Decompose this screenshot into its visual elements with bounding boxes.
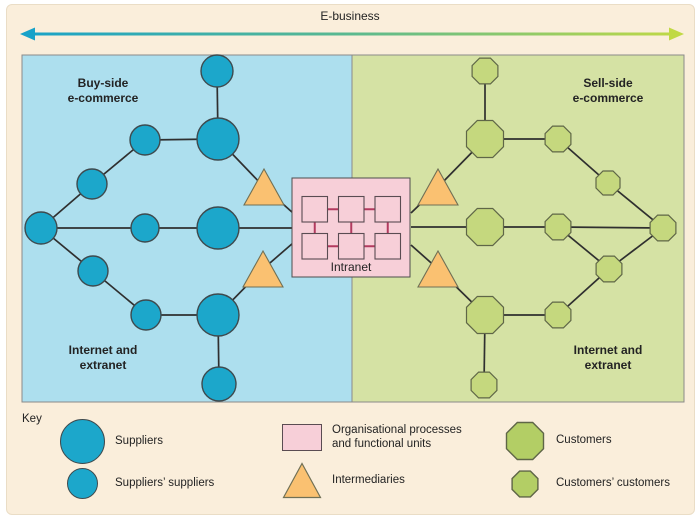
intermediary-node (242, 249, 284, 288)
customers-customer-node (544, 213, 572, 241)
suppliers-supplier-node (24, 211, 58, 245)
intermediary-icon (282, 462, 322, 499)
arrow-head-left-icon (20, 27, 35, 41)
network-edge (557, 226, 664, 229)
supplier-icon (59, 419, 105, 464)
intermediary-node (417, 167, 459, 206)
suppliers-supplier-node (129, 124, 161, 156)
supplier-node (196, 206, 240, 250)
legend-item-organisational-processes: Organisational processes and functional … (281, 424, 462, 451)
buy-side-footer: Internet and extranet (68, 343, 138, 372)
customers-customer-node (649, 214, 677, 242)
functional-unit (374, 232, 402, 260)
suppliers-supplier-node (77, 255, 109, 287)
functional-unit (374, 195, 402, 223)
suppliers-supplier-node (76, 168, 108, 200)
legend-item-suppliers: Suppliers (58, 419, 163, 464)
sell-side-footer: Internet and extranet (573, 343, 643, 372)
network-nodes (24, 54, 677, 402)
customer-node (465, 207, 505, 247)
legend-label: Customers (556, 434, 612, 447)
customers-customer-node (544, 301, 572, 329)
customers-customer-icon (511, 470, 539, 498)
suppliers-supplier-node (130, 213, 160, 243)
customer-icon (505, 421, 545, 461)
legend-label: Suppliers (115, 434, 163, 447)
suppliers-supplier-node (201, 366, 237, 402)
arrow-head-right-icon (669, 27, 684, 41)
suppliers-supplier-node (200, 54, 234, 88)
legend-title: Key (22, 413, 42, 425)
legend-item-customers-customers: Customers’ customers (503, 469, 670, 499)
suppliers-supplier-icon (66, 468, 98, 499)
e-business-label: E-business (320, 9, 380, 23)
buy-side-title: Buy-side e-commerce (67, 76, 139, 105)
legend-label: Suppliers’ suppliers (115, 476, 215, 489)
intermediary-node (417, 249, 459, 288)
legend-item-intermediaries: Intermediaries (281, 462, 405, 499)
functional-unit (301, 232, 329, 260)
functional-unit (337, 195, 365, 223)
sell-side-title: Sell-side e-commerce (572, 76, 644, 105)
legend-label: Intermediaries (332, 473, 405, 486)
intranet-label: Intranet (330, 260, 372, 274)
process-box-icon (282, 424, 322, 451)
suppliers-supplier-node (130, 299, 162, 331)
customers-customer-node (595, 255, 623, 283)
functional-unit (301, 195, 329, 223)
legend-item-customers: Customers (503, 419, 612, 463)
customers-customer-node (595, 170, 621, 196)
supplier-node (196, 293, 240, 337)
legend-label: Customers’ customers (556, 477, 670, 490)
customers-customer-node (544, 125, 572, 153)
intranet-units (301, 195, 402, 260)
customer-node (465, 295, 505, 335)
customers-customer-node (471, 57, 499, 85)
functional-unit (337, 232, 365, 260)
legend-item-suppliers-suppliers: Suppliers’ suppliers (58, 468, 214, 499)
supplier-node (196, 117, 240, 161)
customer-node (465, 119, 505, 159)
customers-customer-node (470, 371, 498, 399)
intermediary-node (243, 167, 285, 206)
legend-label: Organisational processes and functional … (332, 424, 462, 450)
